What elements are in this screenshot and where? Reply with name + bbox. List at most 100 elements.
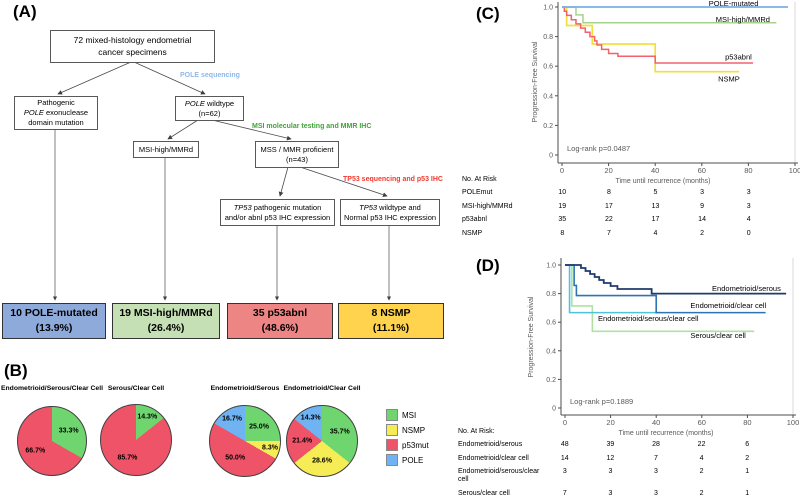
km-curve xyxy=(565,264,766,314)
result-box-line1: 19 MSI-high/MMRd xyxy=(119,306,213,319)
risk-table-title: No. At Risk xyxy=(462,176,497,183)
risk-value: 0 xyxy=(746,229,751,237)
svg-text:0.4: 0.4 xyxy=(546,348,556,355)
risk-value: 17 xyxy=(651,216,660,224)
svg-text:40: 40 xyxy=(652,418,660,427)
risk-value: 4 xyxy=(699,454,704,462)
km-curve-label: MSI-high/MMRd xyxy=(716,15,770,24)
legend-label: POLE xyxy=(402,455,424,465)
result-box-pole: 10 POLE-mutated (13.9%) xyxy=(2,303,106,339)
risk-value: 10 xyxy=(558,189,567,196)
pie-endometrioid-clear-cell xyxy=(286,405,358,477)
svg-text:0: 0 xyxy=(552,406,556,413)
pie-title-endo-serous: Endometrioid/Serous xyxy=(210,385,280,392)
svg-text:0: 0 xyxy=(563,418,567,427)
risk-table-title: No. At Risk: xyxy=(458,428,495,435)
pie-slice-label: 66.7% xyxy=(25,447,46,455)
risk-value: 48 xyxy=(560,441,569,448)
svg-text:0.8: 0.8 xyxy=(546,291,556,298)
pie-serous-clear-cell xyxy=(100,404,172,476)
legend-item-msi: MSI xyxy=(386,409,429,421)
svg-text:60: 60 xyxy=(698,166,706,175)
flow-arrow xyxy=(133,61,206,95)
result-box-line2: (13.9%) xyxy=(35,322,73,334)
risk-value: 7 xyxy=(654,454,658,462)
panel-c-label: (C) xyxy=(476,4,500,23)
flow-arrow xyxy=(299,166,388,197)
svg-text:0: 0 xyxy=(560,166,564,175)
flow-arrow xyxy=(211,119,292,141)
pie-slice-label: 85.7% xyxy=(117,454,138,462)
risk-value: 19 xyxy=(558,202,567,210)
risk-value: 39 xyxy=(606,441,615,448)
edge-label-msi-testing: MSI molecular testing and MMR IHC xyxy=(252,123,372,130)
risk-row-label: Endometrioid/serous xyxy=(458,441,523,448)
pie-slice-label: 28.6% xyxy=(312,457,332,465)
risk-value: 4 xyxy=(746,216,751,224)
legend-label: NSMP xyxy=(402,425,426,435)
legend-label: p53mut xyxy=(402,440,429,450)
risk-value: 14 xyxy=(698,216,706,224)
risk-value: 3 xyxy=(746,189,751,196)
risk-value: 22 xyxy=(697,441,706,448)
legend-item-pole: POLE xyxy=(386,454,429,466)
risk-value: 3 xyxy=(654,468,658,476)
flow-arrow xyxy=(57,61,132,95)
svg-text:Time until recurrence (months): Time until recurrence (months) xyxy=(618,430,713,437)
pie-slice-label: 21.4% xyxy=(292,437,313,445)
panel-d-label: (D) xyxy=(476,256,500,275)
svg-text:0.6: 0.6 xyxy=(546,320,556,327)
result-box-line2: (48.6%) xyxy=(261,322,299,334)
pie-endometrioid-serous xyxy=(209,405,281,477)
risk-value: 1 xyxy=(745,489,750,497)
legend-swatch-nsmp xyxy=(386,424,398,436)
result-box-line2: (26.4%) xyxy=(147,322,185,334)
km-curve-label: Endometrioid/serous xyxy=(712,284,781,293)
svg-text:20: 20 xyxy=(606,418,614,427)
result-box-line2: (11.1%) xyxy=(372,322,410,334)
result-box-line1: 8 NSMP xyxy=(371,306,411,319)
risk-row-label: p53abnl xyxy=(462,216,487,224)
svg-text:100: 100 xyxy=(787,418,800,427)
svg-text:20: 20 xyxy=(604,166,612,175)
risk-value: 28 xyxy=(652,441,660,448)
risk-row-label: Serous/clear cell xyxy=(458,489,510,497)
svg-text:Progression-Free Survival: Progression-Free Survival xyxy=(532,41,539,122)
km-curve-label: NSMP xyxy=(718,75,740,84)
pie-slice-label: 8.3% xyxy=(262,444,279,452)
risk-value: 12 xyxy=(606,454,615,462)
km-curve-label: Endometrioid/clear cell xyxy=(690,301,766,310)
risk-row-label: MSI-high/MMRd xyxy=(462,202,513,210)
legend-item-p53mut: p53mut xyxy=(386,439,429,451)
flow-box-pole-wildtype: POLE wildtype(n=62) xyxy=(175,96,244,121)
risk-value: 3 xyxy=(608,489,613,497)
flow-box-mss-proficient: MSS / MMR proficient(n=43) xyxy=(255,141,339,168)
km-curve xyxy=(562,6,740,73)
pie-legend: MSI NSMP p53mut POLE xyxy=(386,409,429,466)
edge-label-pole-sequencing: POLE sequencing xyxy=(180,72,240,79)
risk-row-label: NSMP xyxy=(462,229,483,237)
risk-row-label: Endometrioid/serous/clear cell xyxy=(458,468,540,484)
risk-value: 2 xyxy=(699,468,704,476)
result-box-p53: 35 p53abnl (48.6%) xyxy=(227,303,333,339)
risk-value: 3 xyxy=(608,468,613,476)
svg-text:Log-rank p=0.0487: Log-rank p=0.0487 xyxy=(567,144,630,153)
result-box-msi: 19 MSI-high/MMRd (26.4%) xyxy=(112,303,220,339)
legend-item-nsmp: NSMP xyxy=(386,424,429,436)
svg-text:Log-rank p=0.1889: Log-rank p=0.1889 xyxy=(570,397,633,406)
svg-text:80: 80 xyxy=(743,418,751,427)
pie-slice-label: 35.7% xyxy=(329,428,350,436)
edge-label-tp53-sequencing: TP53 sequencing and p53 IHC xyxy=(343,176,443,183)
svg-text:80: 80 xyxy=(744,166,752,175)
svg-text:0: 0 xyxy=(549,153,553,160)
svg-text:Time until recurrence (months): Time until recurrence (months) xyxy=(615,178,710,185)
result-box-line1: 10 POLE-mutated xyxy=(10,306,98,319)
result-box-nsmp: 8 NSMP (11.1%) xyxy=(338,303,444,339)
pie-slice-label: 16.7% xyxy=(222,415,242,423)
